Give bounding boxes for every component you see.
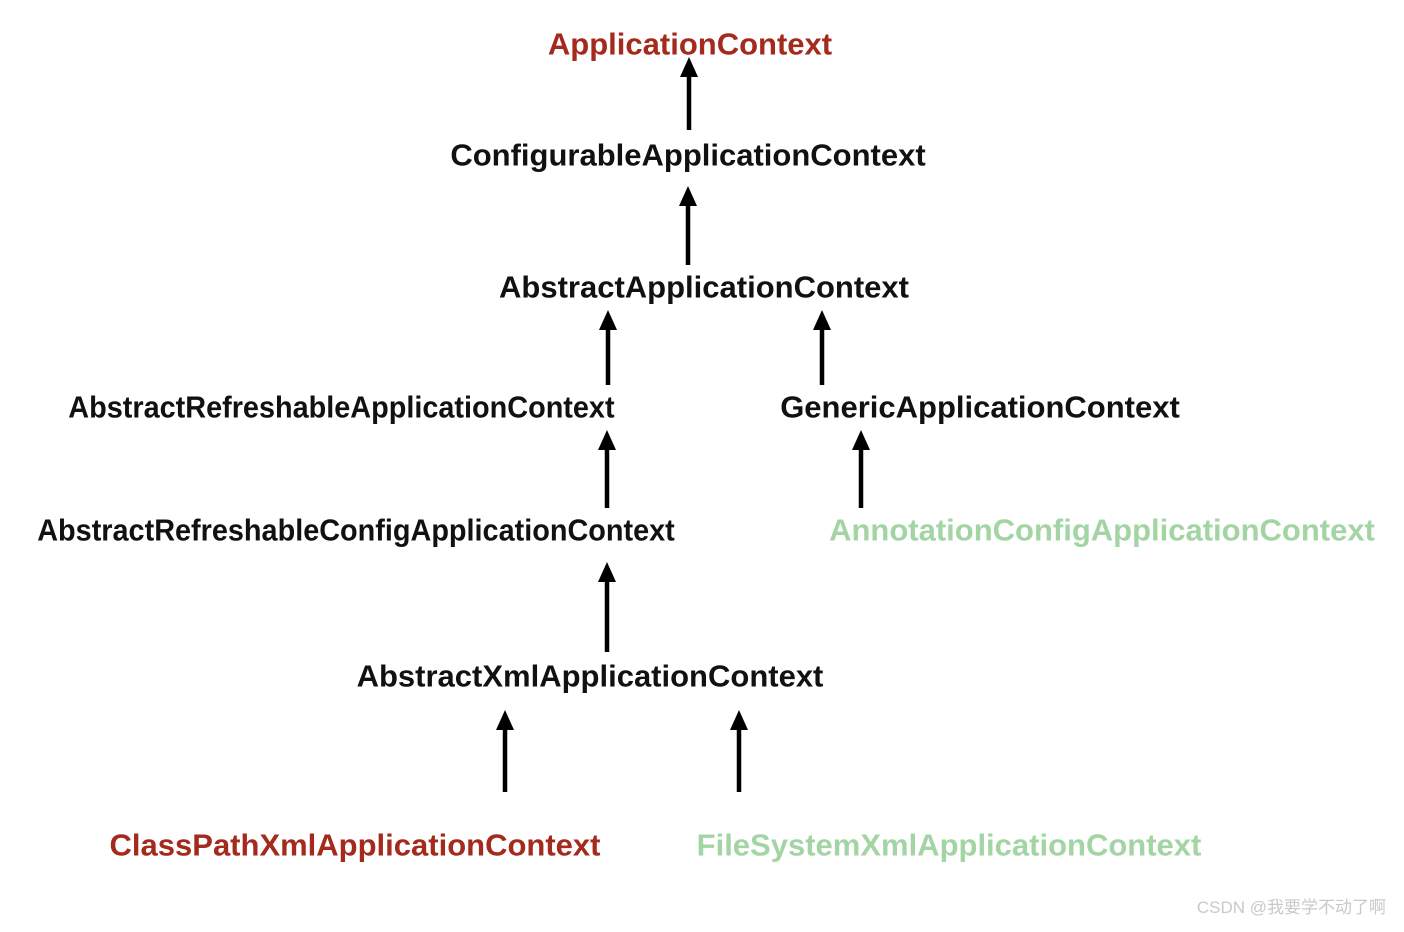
inheritance-arrow-edge-refreshable-to-abstract (599, 310, 617, 385)
class-node-application-context: ApplicationContext (547, 26, 833, 62)
class-node-generic-application-context: GenericApplicationContext (780, 389, 1180, 425)
inheritance-arrow-edge-filesystem-to-xml (730, 710, 748, 792)
class-node-file-system-xml-application-context: FileSystemXmlApplicationContext (696, 827, 1202, 863)
inheritance-arrow-edge-abstract-to-configurable (679, 186, 697, 265)
class-node-abstract-refreshable-config-application-context: AbstractRefreshableConfigApplicationCont… (37, 512, 675, 548)
class-node-abstract-xml-application-context: AbstractXmlApplicationContext (356, 658, 824, 694)
csdn-watermark: CSDN @我要学不动了啊 (1196, 898, 1386, 917)
class-node-abstract-application-context: AbstractApplicationContext (499, 269, 909, 305)
inheritance-arrow-edge-refreshable-config-to-refreshable (598, 430, 616, 508)
inheritance-arrow-edge-classpath-to-xml (496, 710, 514, 792)
class-node-abstract-refreshable-application-context: AbstractRefreshableApplicationContext (68, 389, 615, 425)
class-node-annotation-config-application-context: AnnotationConfigApplicationContext (829, 512, 1375, 548)
inheritance-arrow-edge-annotation-config-to-generic (852, 430, 870, 508)
class-node-class-path-xml-application-context: ClassPathXmlApplicationContext (109, 827, 601, 863)
class-node-configurable-application-context: ConfigurableApplicationContext (450, 137, 926, 173)
inheritance-arrow-edge-generic-to-abstract (813, 310, 831, 385)
inheritance-arrow-edge-configurable-to-application (680, 57, 698, 130)
inheritance-arrow-edge-xml-to-refreshable-config (598, 562, 616, 652)
